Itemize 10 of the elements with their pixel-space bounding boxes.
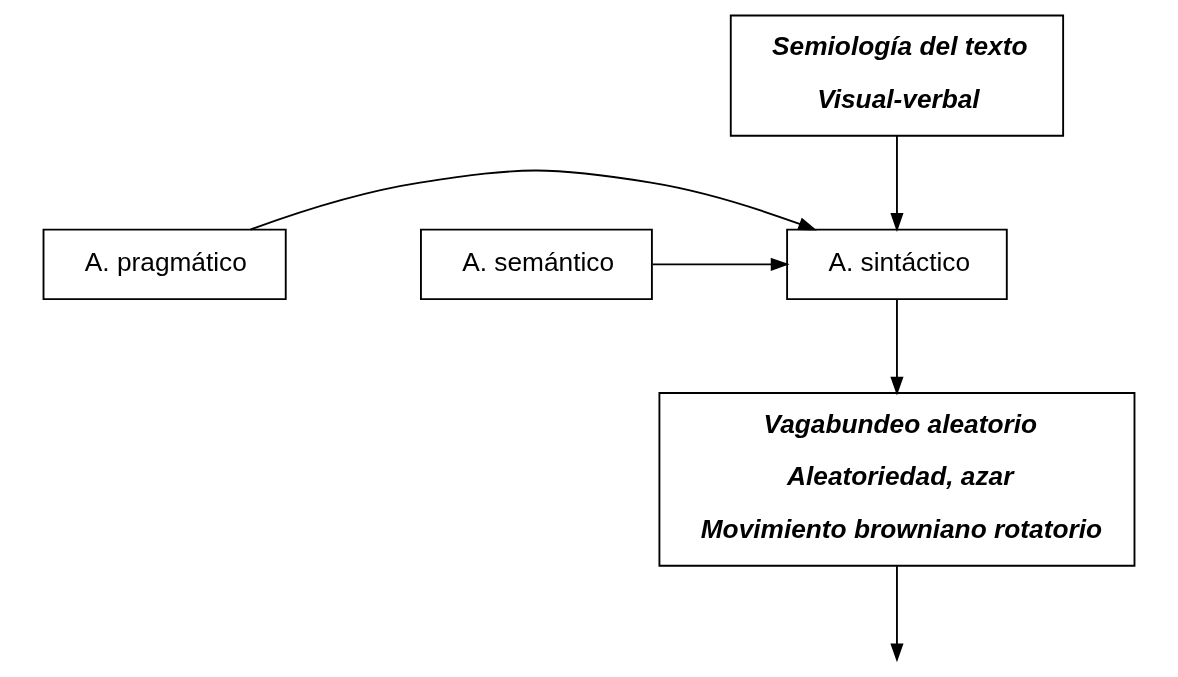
node-box: A. sintáctico [786, 228, 1008, 300]
node-box: Semiología del texto Visual-verbal [729, 14, 1065, 137]
arrow [890, 135, 904, 232]
node-box: Vagabundeo aleatorio Aleatoriedad, azar Movimiento browniano rotatorio [658, 392, 1136, 567]
arrow [249, 169, 818, 231]
arrow [890, 298, 904, 396]
node-box: A. pragmático [42, 228, 287, 300]
node-box: A. semántico [420, 228, 653, 300]
arrow [890, 565, 904, 663]
arrow [651, 257, 790, 271]
